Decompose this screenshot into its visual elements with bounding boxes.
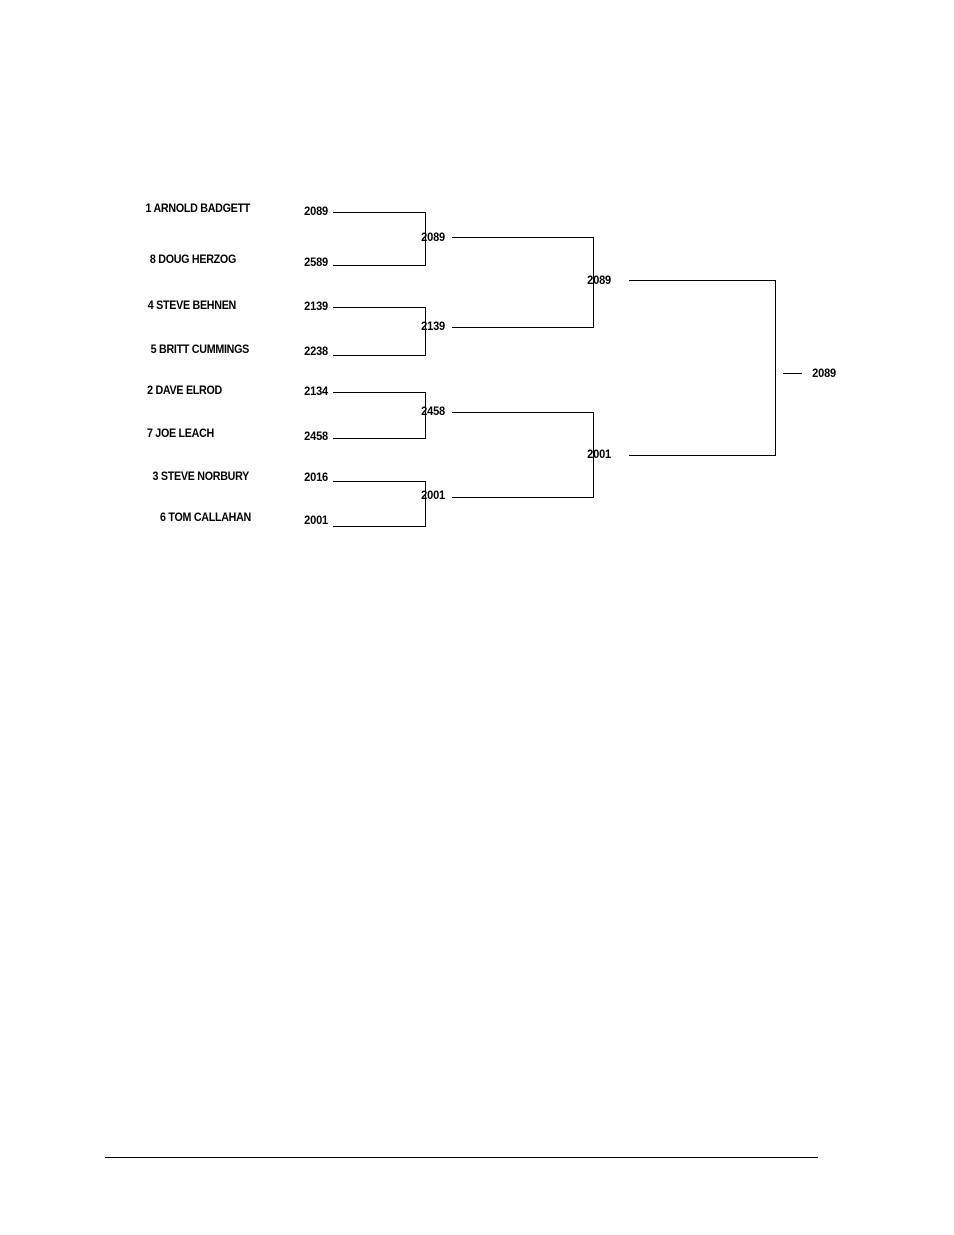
participant-name-8: 8 DOUG HERZOG xyxy=(149,254,236,266)
round1-score-4: 2139 xyxy=(304,299,328,313)
round1-riser-1 xyxy=(425,212,426,266)
round1-riser-3 xyxy=(425,392,426,439)
round1-connector-top-3 xyxy=(333,392,425,393)
round1-connector-bottom-2 xyxy=(333,355,425,356)
round2-score-2: 2139 xyxy=(421,319,445,333)
round1-riser-2 xyxy=(425,307,426,356)
round1-connector-top-2 xyxy=(333,307,425,308)
round1-score-1: 2089 xyxy=(304,204,328,218)
round2-connector-bottom-1 xyxy=(452,327,593,328)
round1-score-8: 2589 xyxy=(304,255,328,269)
round1-score-7: 2458 xyxy=(304,429,328,443)
round2-score-4: 2001 xyxy=(421,488,445,502)
participant-name-7: 7 JOE LEACH xyxy=(146,428,214,440)
round2-score-3: 2458 xyxy=(421,404,445,418)
participant-name-6: 6 TOM CALLAHAN xyxy=(160,512,251,524)
round2-connector-top-1 xyxy=(452,237,593,238)
participant-name-2: 2 DAVE ELROD xyxy=(147,385,222,397)
final-score-champion: 2089 xyxy=(812,366,836,380)
round1-score-5: 2238 xyxy=(304,344,328,358)
round1-connector-bottom-4 xyxy=(333,526,425,527)
round1-connector-bottom-1 xyxy=(333,265,425,266)
round3-score-1: 2089 xyxy=(587,273,611,287)
round1-score-2: 2134 xyxy=(304,384,328,398)
participant-name-3: 3 STEVE NORBURY xyxy=(152,471,250,483)
round1-score-6: 2001 xyxy=(304,513,328,527)
round2-connector-bottom-2 xyxy=(452,497,593,498)
round2-connector-top-2 xyxy=(452,412,593,413)
round1-connector-bottom-3 xyxy=(333,438,425,439)
participant-name-1: 1 ARNOLD BADGETT xyxy=(145,203,251,215)
round3-connector-bottom xyxy=(629,455,775,456)
round3-riser xyxy=(775,280,776,456)
round1-score-3: 2016 xyxy=(304,470,328,484)
round1-connector-top-1 xyxy=(333,212,425,213)
footer-divider xyxy=(105,1157,818,1158)
round3-connector-top xyxy=(629,280,775,281)
round2-score-1: 2089 xyxy=(421,230,445,244)
final-connector xyxy=(783,373,802,374)
round3-score-2: 2001 xyxy=(587,447,611,461)
round2-riser-2 xyxy=(593,412,594,498)
round2-riser-1 xyxy=(593,237,594,328)
round1-riser-4 xyxy=(425,481,426,527)
participant-name-4: 4 STEVE BEHNEN xyxy=(147,300,236,312)
participant-name-5: 5 BRITT CUMMINGS xyxy=(150,344,250,356)
round1-connector-top-4 xyxy=(333,481,425,482)
